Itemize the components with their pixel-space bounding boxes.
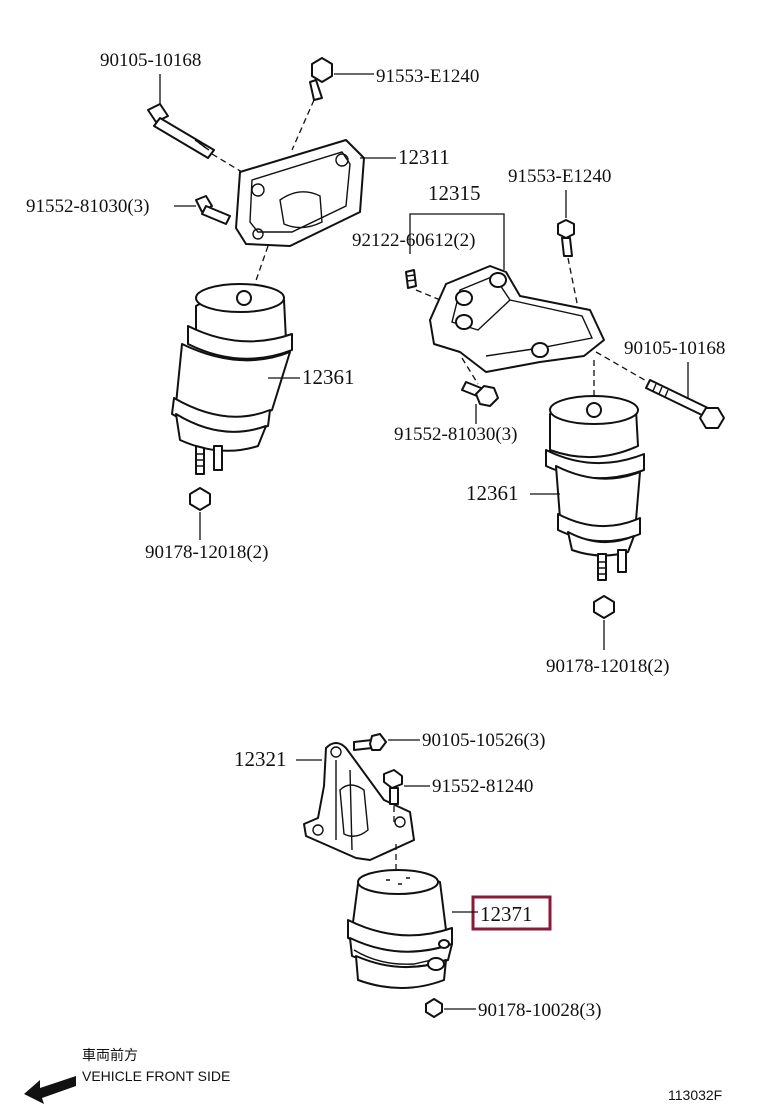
label-bracket-right: 12315	[428, 181, 481, 205]
label-bolt-lower-top: 90105-10526(3)	[422, 730, 545, 751]
bracket-12315[interactable]	[429, 265, 605, 373]
label-bolt-top-center: 91553-E1240	[376, 66, 479, 87]
label-nut-left: 90178-12018(2)	[145, 542, 268, 563]
dash-bolt-right-long	[595, 351, 649, 383]
stud-right[interactable]	[405, 269, 417, 289]
highlight-box-12371[interactable]	[471, 895, 552, 931]
bracket-12311[interactable]	[235, 139, 365, 247]
nut-right[interactable]	[593, 595, 615, 619]
label-mount-left: 12361	[302, 365, 355, 389]
engine-mount-12371[interactable]	[347, 869, 453, 989]
bracket-12321[interactable]	[303, 742, 415, 861]
engine-mount-12361-right[interactable]	[545, 395, 645, 581]
bolt-left[interactable]	[195, 195, 231, 225]
bolt-lower-top[interactable]	[353, 733, 387, 751]
label-bolt-top-left: 90105-10168	[100, 50, 201, 71]
leader-bracket-right	[409, 213, 505, 270]
label-bolt-right-long: 90105-10168	[624, 338, 725, 359]
bolt-lower-mid[interactable]	[383, 769, 403, 805]
label-mount-lower: 12371	[480, 902, 533, 926]
label-bolt-right-mid: 91552-81030(3)	[394, 424, 517, 445]
diagram-code: 113032F	[668, 1087, 722, 1103]
label-bolt-right-top: 91553-E1240	[508, 166, 611, 187]
nut-left[interactable]	[189, 487, 211, 511]
label-bolt-lower-mid: 91552-81240	[432, 776, 533, 797]
label-bracket-lower: 12321	[234, 747, 287, 771]
legend-japanese: 車両前方	[82, 1047, 138, 1063]
label-bracket-left: 12311	[398, 145, 450, 169]
label-mount-right: 12361	[466, 481, 519, 505]
label-nut-right: 90178-12018(2)	[546, 656, 669, 677]
legend-english: VEHICLE FRONT SIDE	[82, 1068, 230, 1084]
label-stud-right: 92122-60612(2)	[352, 230, 475, 251]
dash-bolt-top-center	[291, 99, 315, 151]
bolt-top-center[interactable]	[309, 57, 333, 101]
bolt-right-mid[interactable]	[461, 381, 499, 407]
dash-bolt-right-mid	[461, 357, 479, 385]
long-bolt-top-left[interactable]	[147, 103, 215, 159]
nut-lower[interactable]	[425, 998, 443, 1018]
bolt-right-top[interactable]	[557, 219, 575, 257]
long-bolt-right[interactable]	[645, 379, 725, 429]
label-nut-lower: 90178-10028(3)	[478, 1000, 601, 1021]
dash-bolt-top-left	[211, 153, 253, 179]
label-bolt-left: 91552-81030(3)	[26, 196, 149, 217]
front-arrow-icon	[24, 1076, 76, 1104]
engine-mount-12361-left[interactable]	[171, 283, 293, 475]
